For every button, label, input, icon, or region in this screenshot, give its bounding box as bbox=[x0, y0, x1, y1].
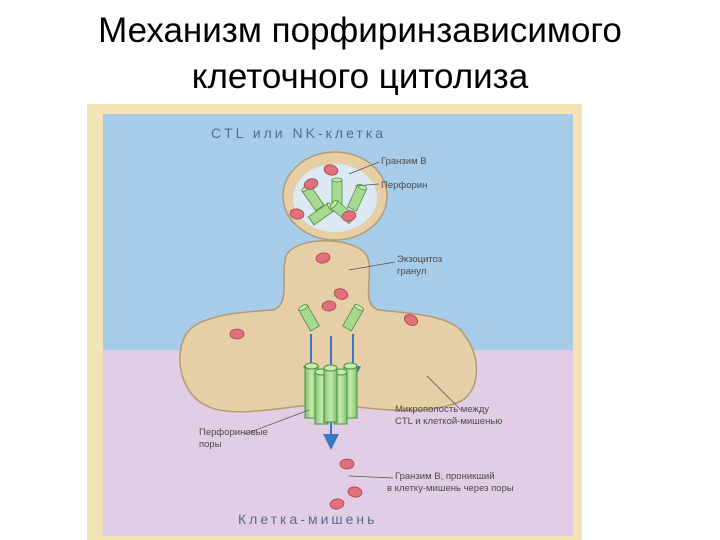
target-cell-label: Клетка-мишень bbox=[238, 511, 377, 527]
granzyme-molecule bbox=[321, 300, 337, 312]
granzyme-molecule bbox=[303, 178, 319, 190]
exocytosis-label-2: гранул bbox=[397, 266, 426, 277]
ctl-cell-label: CTL или NK-клетка bbox=[211, 125, 386, 141]
granzyme-label: Гранзим В bbox=[381, 156, 427, 167]
perforin-pore bbox=[304, 362, 358, 425]
granzyme-molecule bbox=[333, 288, 349, 300]
pores-label-2: поры bbox=[199, 439, 222, 450]
slide-title: Механизм порфиринзависимого клеточного ц… bbox=[0, 8, 720, 100]
perforin-molecule bbox=[298, 304, 320, 332]
granzyme-molecule bbox=[229, 328, 245, 340]
granzyme-molecule bbox=[403, 314, 419, 326]
granzyme-molecule bbox=[289, 208, 305, 220]
title-line-2: клеточного цитолиза bbox=[191, 57, 529, 96]
exocytosis-label-1: Экзоцитоз bbox=[397, 254, 442, 265]
title-line-1: Механизм порфиринзависимого bbox=[98, 11, 622, 50]
granzyme-molecule bbox=[329, 498, 345, 510]
exocytosis-membrane bbox=[179, 240, 478, 413]
granzyme-enter-label-2: в клетку-мишень через поры bbox=[387, 483, 514, 494]
microcavity-label-2: CTL и клеткой-мишенью bbox=[395, 416, 502, 427]
perforin-label: Перфорин bbox=[381, 180, 427, 191]
granzyme-molecule bbox=[347, 486, 363, 498]
granzyme-molecule bbox=[323, 164, 339, 176]
granzyme-molecules bbox=[229, 164, 419, 510]
perforin-molecule bbox=[346, 183, 368, 212]
granzyme-enter-label-1: Гранзим В, проникший bbox=[395, 471, 495, 482]
granzyme-molecule bbox=[341, 210, 357, 222]
leader-lines bbox=[244, 161, 462, 479]
microcavity-label-1: Микрополость между bbox=[395, 404, 489, 415]
cytolysis-diagram: CTL или NK-клетка Клетка-мишень Гранзим … bbox=[87, 104, 582, 540]
perforin-molecule bbox=[342, 304, 364, 332]
granzyme-molecule bbox=[315, 252, 331, 264]
granzyme-molecule bbox=[339, 458, 355, 470]
pores-label-1: Перфориновые bbox=[199, 427, 268, 438]
